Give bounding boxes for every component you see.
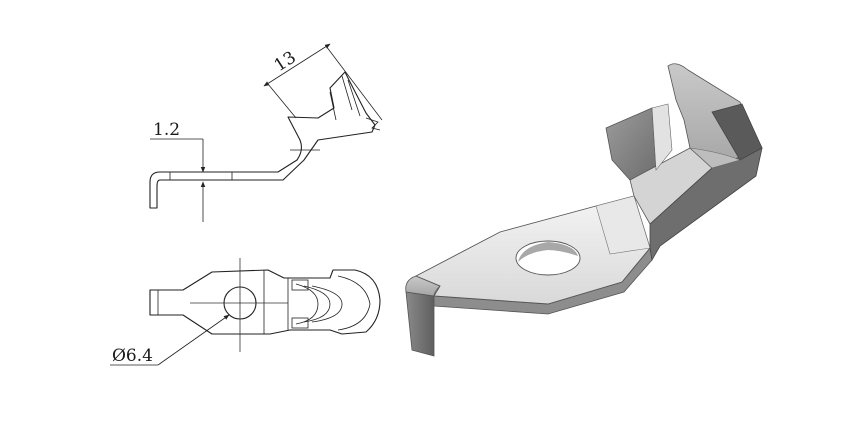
thickness-dimension: 1.2	[150, 120, 206, 222]
length-label: 13	[271, 48, 300, 77]
thickness-label: 1.2	[153, 120, 180, 140]
side-view: 13 1.2	[149, 43, 383, 222]
diameter-dimension: Ø6.4	[110, 314, 230, 366]
top-view: Ø6.4	[110, 258, 381, 366]
isometric-view	[405, 63, 763, 357]
side-profile	[149, 71, 381, 209]
top-profile	[149, 269, 381, 335]
diameter-label: Ø6.4	[112, 346, 153, 366]
